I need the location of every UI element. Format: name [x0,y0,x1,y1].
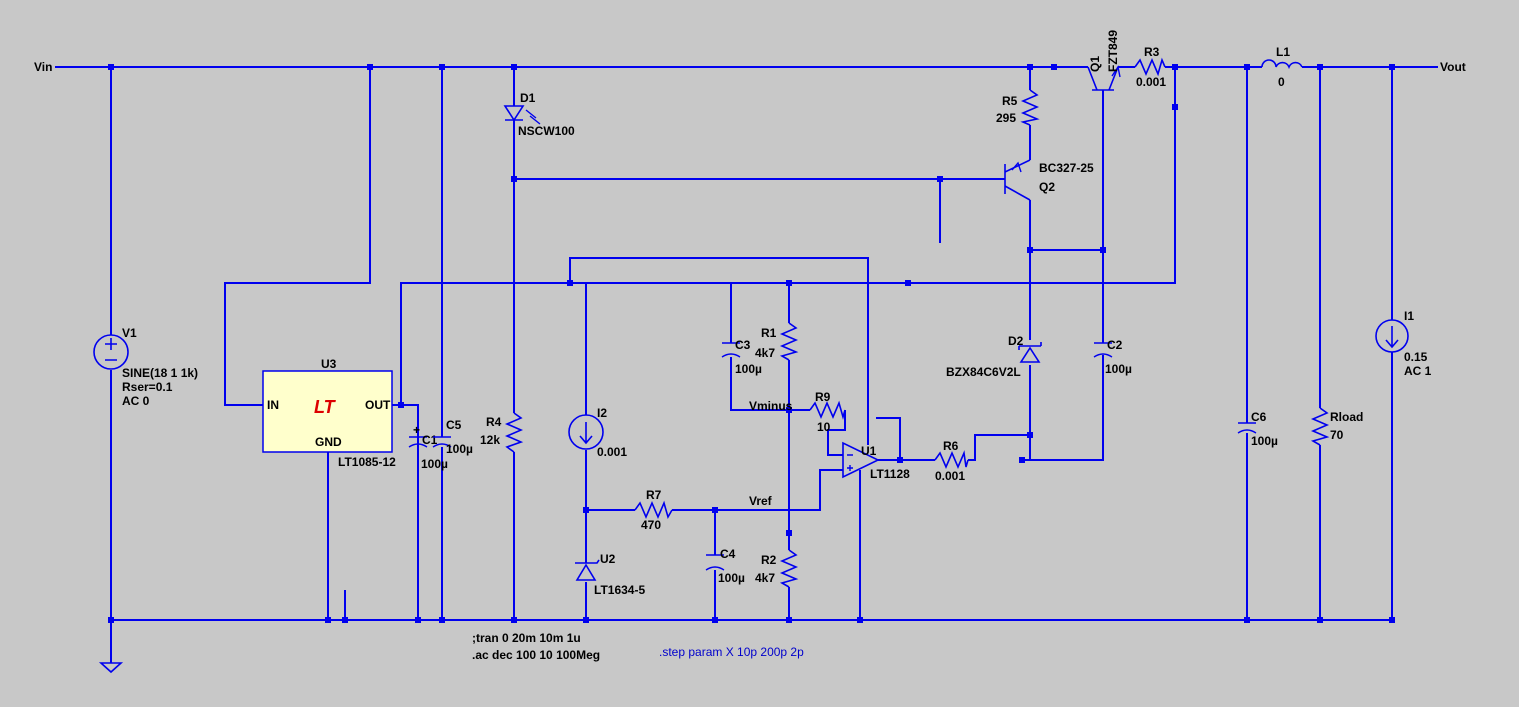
voltage-reference-u2[interactable]: U2 LT1634-5 [575,552,645,597]
net-label-vin: Vin [34,60,52,74]
r3-value: 0.001 [1136,75,1166,89]
rload-value: 70 [1330,428,1344,442]
c3-ref: C3 [735,338,751,352]
u1-ref: U1 [861,444,877,458]
v1-ac: AC 0 [122,394,150,408]
q1-ref: Q1 [1088,56,1102,72]
r6-value: 0.001 [935,469,965,483]
r3-ref: R3 [1144,45,1160,59]
wires [55,66,1438,663]
led-d1[interactable]: D1 NSCW100 [503,91,575,138]
capacitor-c2[interactable]: C2 100µ [1093,338,1132,376]
capacitor-c6[interactable]: C6 100µ [1237,410,1278,448]
r2-ref: R2 [761,553,777,567]
r7-value: 470 [641,518,661,532]
d2-part: BZX84C6V2L [946,365,1021,379]
current-source-i2[interactable]: I2 0.001 [568,406,627,459]
resistor-r2[interactable]: R2 4k7 [755,549,799,588]
c1-value: 100µ [421,457,448,471]
l1-value: 0 [1278,75,1285,89]
resistor-r5[interactable]: R5 295 [996,89,1040,126]
r6-ref: R6 [943,439,959,453]
r9-ref: R9 [815,390,831,404]
d2-ref: D2 [1008,334,1024,348]
v1-value: SINE(18 1 1k) [122,366,198,380]
c6-value: 100µ [1251,434,1278,448]
net-label-vref: Vref [749,494,773,508]
i2-value: 0.001 [597,445,627,459]
directive-tran[interactable]: ;tran 0 20m 10m 1u [472,631,581,645]
r2-value: 4k7 [755,571,775,585]
c3-value: 100µ [735,362,762,376]
r7-ref: R7 [646,488,662,502]
resistor-r9[interactable]: R9 10 [809,390,846,434]
resistor-r6[interactable]: R6 0.001 [934,439,969,483]
v1-rser: Rser=0.1 [122,380,173,394]
u2-part: LT1634-5 [594,583,645,597]
ground-symbol [98,662,124,674]
c6-ref: C6 [1251,410,1267,424]
capacitor-c5[interactable]: C5 100µ [432,418,473,456]
u1-part: LT1128 [870,467,910,481]
resistor-r1[interactable]: R1 4k7 [755,322,799,361]
resistor-r7[interactable]: R7 470 [634,488,673,532]
l1-ref: L1 [1276,45,1290,59]
c2-value: 100µ [1105,362,1132,376]
c4-ref: C4 [720,547,736,561]
c4-value: 100µ [718,571,745,585]
rload-ref: Rload [1330,410,1363,424]
r5-value: 295 [996,111,1016,125]
u3-pin-gnd: GND [315,435,342,449]
transistor-q2[interactable]: BC327-25 Q2 [1004,159,1094,201]
current-source-i1[interactable]: I1 0.15 AC 1 [1375,309,1432,378]
resistor-r3[interactable]: R3 0.001 [1134,45,1166,89]
u3-pin-in: IN [267,398,279,412]
d1-part: NSCW100 [518,124,575,138]
v1-ref: V1 [122,326,137,340]
resistor-r4[interactable]: R4 12k [480,412,524,453]
i1-ac: AC 1 [1404,364,1432,378]
u3-ref: U3 [321,357,337,371]
c2-ref: C2 [1107,338,1123,352]
r1-ref: R1 [761,326,777,340]
c5-ref: C5 [446,418,462,432]
opamp-u1[interactable]: U1 LT1128 [842,441,910,481]
svg-text:+: + [413,423,420,437]
r4-value: 12k [480,433,500,447]
capacitor-c4[interactable]: C4 100µ [705,547,745,585]
capacitor-c3[interactable]: C3 100µ [721,338,762,376]
u2-ref: U2 [600,552,616,566]
u3-part: LT1085-12 [338,455,396,469]
r1-value: 4k7 [755,346,775,360]
junctions [108,64,1395,623]
i1-value: 0.15 [1404,350,1428,364]
q2-ref: Q2 [1039,180,1055,194]
r9-value: 10 [817,420,831,434]
directive-step[interactable]: .step param X 10p 200p 2p [659,645,804,659]
r4-ref: R4 [486,415,502,429]
q2-part: BC327-25 [1039,161,1094,175]
d1-ref: D1 [520,91,536,105]
regulator-u3[interactable]: U3 IN OUT GND LT LT1085-12 [262,357,396,469]
i2-ref: I2 [597,406,607,420]
voltage-source-v1[interactable]: V1 SINE(18 1 1k) Rser=0.1 AC 0 [93,326,198,408]
q1-part: FZT849 [1106,30,1120,72]
net-label-vout: Vout [1440,60,1466,74]
u3-pin-out: OUT [365,398,391,412]
directive-ac[interactable]: .ac dec 100 10 100Meg [472,648,600,662]
transistor-q1[interactable]: Q1 FZT849 [1087,30,1121,91]
net-label-vminus: Vminus [749,399,793,413]
inductor-l1[interactable]: L1 0 [1261,45,1303,89]
resistor-rload[interactable]: Rload 70 [1310,407,1363,446]
lt-logo-icon: LT [314,397,337,417]
i1-ref: I1 [1404,309,1414,323]
zener-d2[interactable]: D2 BZX84C6V2L [946,334,1042,379]
r5-ref: R5 [1002,94,1018,108]
c5-value: 100µ [446,442,473,456]
